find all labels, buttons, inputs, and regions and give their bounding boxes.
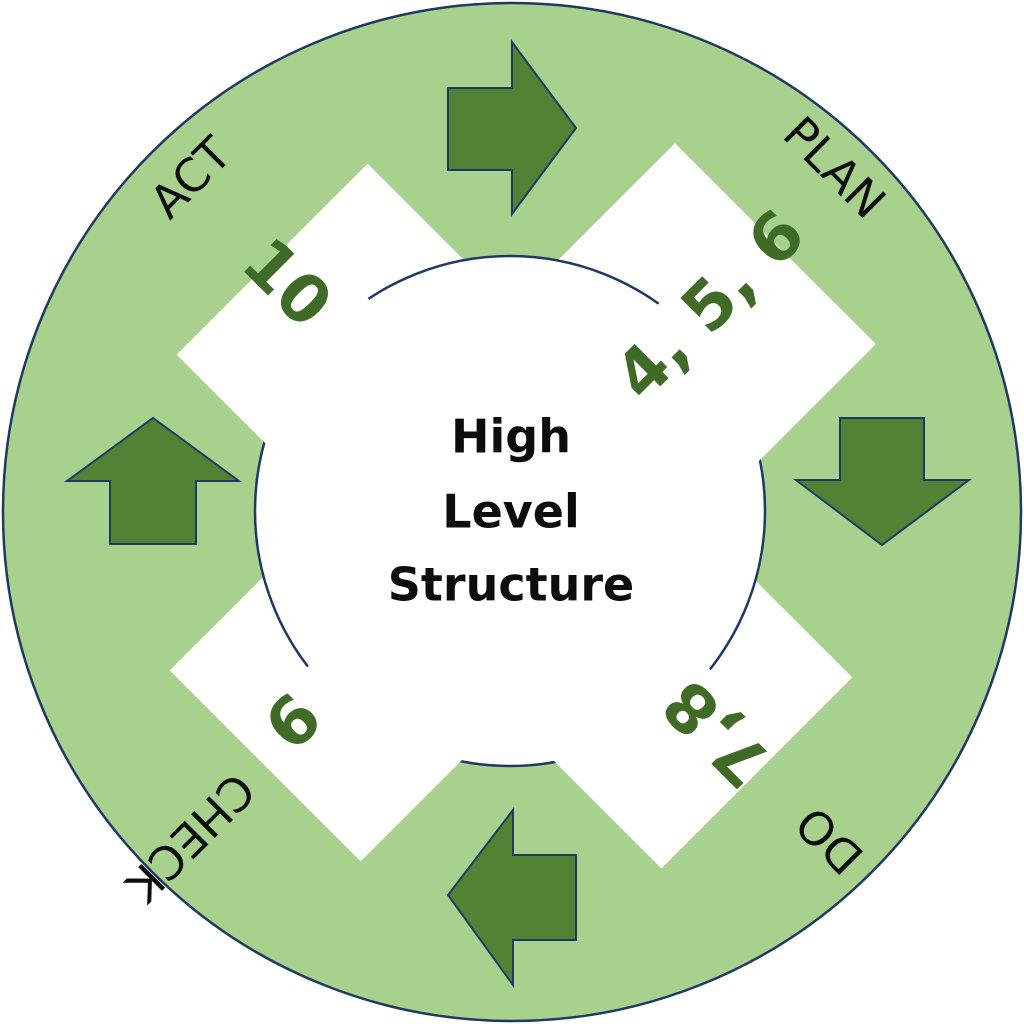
arrow-up-icon [63,416,243,545]
arrow-right-icon [447,38,578,218]
center-title-line-1: High [451,410,571,464]
center-title-line-2: Level [442,485,579,539]
arrow-left-icon [446,807,577,989]
center-connectors [177,216,876,868]
center-circle [253,254,767,768]
arrow-down-icon [793,417,973,547]
center-title-line-3: Structure [388,558,634,612]
